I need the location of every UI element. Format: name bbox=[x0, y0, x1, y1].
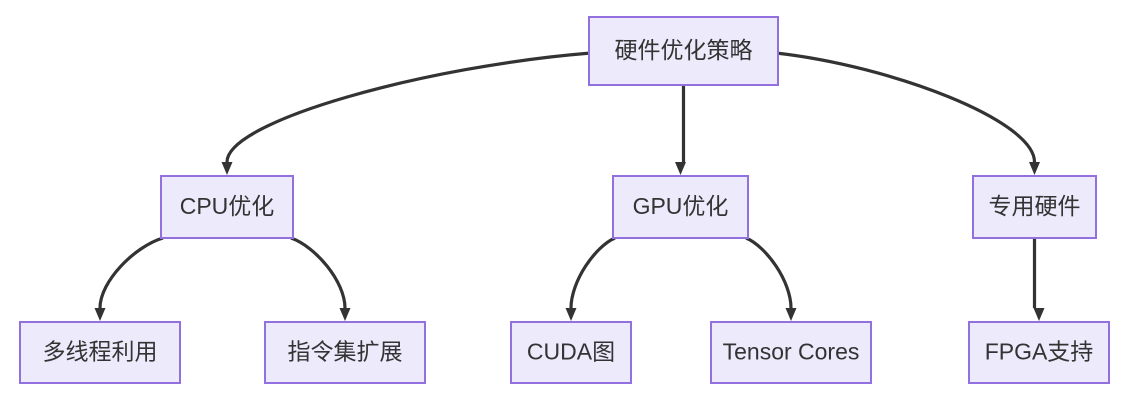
node-root[interactable]: 硬件优化策略 bbox=[588, 16, 779, 86]
node-cudagraph[interactable]: CUDA图 bbox=[510, 321, 632, 384]
node-box-tensor[interactable] bbox=[710, 321, 872, 384]
node-threads[interactable]: 多线程利用 bbox=[19, 321, 181, 384]
arrowhead-gpu-to-tensor bbox=[785, 308, 797, 321]
node-box-isa[interactable] bbox=[264, 321, 426, 384]
edge-root-to-cpu bbox=[225, 51, 592, 163]
edge-layer bbox=[94, 51, 1045, 321]
node-box-threads[interactable] bbox=[19, 321, 181, 384]
edge-root-to-asic bbox=[775, 51, 1037, 163]
node-box-fpga[interactable] bbox=[968, 321, 1110, 384]
node-cpu[interactable]: CPU优化 bbox=[160, 175, 294, 239]
node-asic[interactable]: 专用硬件 bbox=[972, 175, 1097, 239]
arrowhead-cpu-to-isa bbox=[339, 308, 351, 321]
arrowhead-root-to-gpu bbox=[675, 162, 686, 175]
edge-cpu-to-isa bbox=[290, 236, 347, 309]
node-box-cpu[interactable] bbox=[160, 175, 294, 239]
node-box-asic[interactable] bbox=[972, 175, 1097, 239]
arrowhead-gpu-to-cudagraph bbox=[565, 308, 577, 321]
arrowhead-cpu-to-threads bbox=[94, 308, 106, 321]
edge-gpu-to-cudagraph bbox=[569, 236, 616, 309]
node-box-root[interactable] bbox=[588, 16, 779, 86]
edge-gpu-to-tensor bbox=[745, 236, 793, 309]
arrowhead-asic-to-fpga bbox=[1033, 308, 1045, 321]
node-box-gpu[interactable] bbox=[612, 175, 749, 239]
node-gpu[interactable]: GPU优化 bbox=[612, 175, 749, 239]
arrowhead-root-to-cpu bbox=[221, 162, 233, 175]
arrowhead-root-to-asic bbox=[1029, 162, 1040, 175]
node-box-cudagraph[interactable] bbox=[510, 321, 632, 384]
node-fpga[interactable]: FPGA支持 bbox=[968, 321, 1110, 384]
node-isa[interactable]: 指令集扩展 bbox=[264, 321, 426, 384]
node-tensor[interactable]: Tensor Cores bbox=[710, 321, 872, 384]
edge-cpu-to-threads bbox=[98, 236, 164, 309]
